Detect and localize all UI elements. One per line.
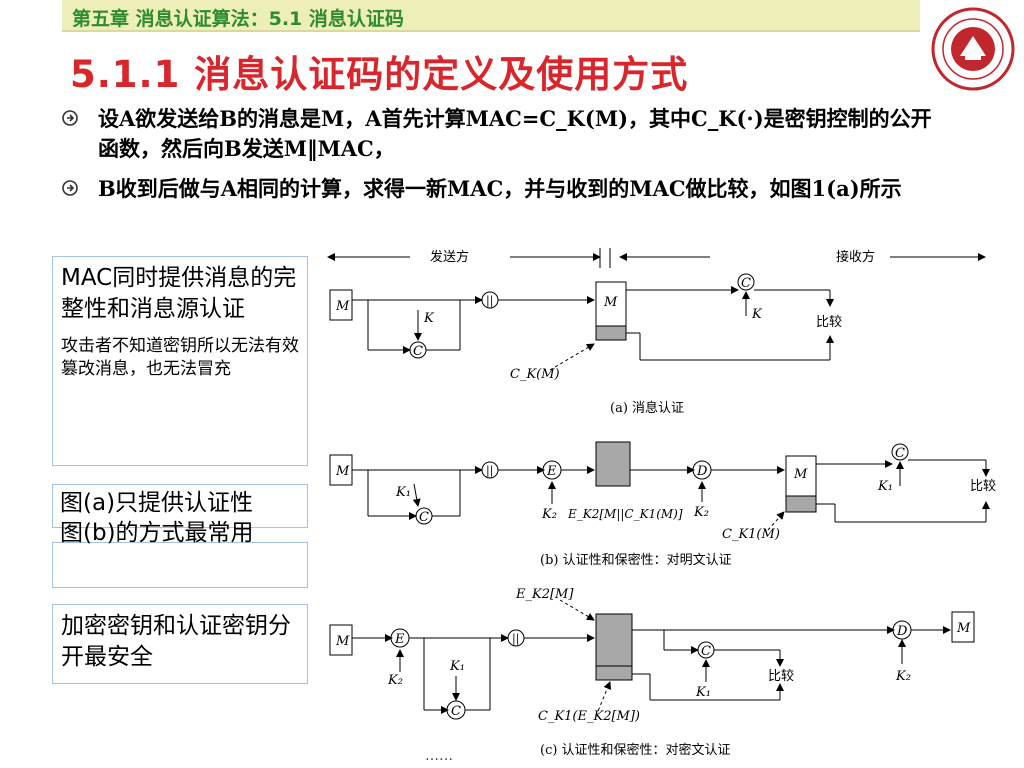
key-label: K₁ [449,659,465,674]
bullet-item: 设A欲发送给B的消息是M，A首先计算MAC=C_K(M)，其中C_K(·)是密钥… [62,104,932,164]
compare-label: 比较 [768,669,794,684]
bullet-item: B收到后做与A相同的计算，求得一新MAC，并与收到的MAC做比较，如图1(a)所… [62,174,932,204]
concat-symbol: || [486,464,493,478]
bullet-list: 设A欲发送给B的消息是M，A首先计算MAC=C_K(M)，其中C_K(·)是密钥… [62,104,932,214]
arrow-bullet-icon [62,110,78,126]
footer-text: …… [425,748,453,764]
concat-symbol: || [486,294,493,308]
key-label: K₂ [693,505,709,520]
message-block: M [335,634,350,649]
key-label: K₁ [695,685,711,700]
compare-label: 比较 [816,315,842,330]
info-box-b-frame [52,542,308,588]
note-figure-b: 图(b)的方式最常用 [60,520,254,546]
key-label: K [423,311,435,326]
message-block: M [335,464,350,479]
info-box-keys: 加密密钥和认证密钥分开最安全 [52,604,308,684]
info-box-sub-text: 攻击者不知道密钥所以无法有效篡改消息，也无法冒充 [61,336,299,379]
cipher-label: E_K2[M] [515,587,574,602]
page-title: 5.1.1 消息认证码的定义及使用方式 [70,53,689,96]
key-label: K [751,307,763,322]
info-box-mac: MAC同时提供消息的完整性和消息源认证 攻击者不知道密钥所以无法有效篡改消息，也… [52,256,308,466]
sender-label: 发送方 [430,249,469,265]
mac-function: C [419,510,429,525]
mac-label: C_K(M) [510,367,560,382]
key-label: K₁ [395,485,411,500]
info-box-main-text: MAC同时提供消息的完整性和消息源认证 [61,265,297,322]
key-label: K₂ [895,669,911,684]
bullet-text: 设A欲发送给B的消息是M，A首先计算MAC=C_K(M)，其中C_K(·)是密钥… [98,106,932,161]
mac-function: C [701,644,711,659]
caption-c: (c) 认证性和保密性：对密文认证 [540,742,731,758]
note-figure-a: 图(a)只提供认证性 [60,490,254,516]
breadcrumb-bar: 第五章 消息认证算法：5.1 消息认证码 [62,0,920,32]
arrow-bullet-icon [62,180,78,196]
message-block: M [956,621,971,636]
info-box-keys-text: 加密密钥和认证密钥分开最安全 [61,613,291,670]
mac-function: C [741,276,751,291]
compare-label: 比较 [970,479,996,494]
university-logo [931,7,1015,91]
key-label: K₂ [387,673,403,688]
key-label: K₂ [541,507,557,522]
message-block: M [603,295,618,310]
bullet-text: B收到后做与A相同的计算，求得一新MAC，并与收到的MAC做比较，如图1(a)所… [98,176,902,201]
key-label: K₁ [877,479,893,494]
decrypt-function: D [896,624,908,639]
caption-b: (b) 认证性和保密性：对明文认证 [540,552,732,568]
overlapping-notes: 图(a)只提供认证性 图(b)的方式最常用 [60,488,310,548]
caption-a: (a) 消息认证 [610,400,684,416]
encrypt-function: E [546,464,557,479]
concat-symbol: || [512,632,519,646]
mac-function: C [451,704,461,719]
ciphertext-label: E_K2[M||C_K1(M)] [567,507,683,521]
decrypt-function: D [696,464,708,479]
mac-usage-diagram: 发送方 接收方 M || C K M C K 比较 C_K(M) (a) 消息认… [327,248,996,758]
encrypt-function: E [394,632,405,647]
mac-function: C [413,344,423,359]
info-box-a-frame [52,484,308,528]
message-block: M [335,299,350,314]
mac-function: C [895,446,905,461]
mac-label: C_K1(E_K2[M]) [538,709,640,724]
breadcrumb: 第五章 消息认证算法：5.1 消息认证码 [72,8,404,30]
mac-label: C_K1(M) [722,527,780,542]
message-block: M [793,467,808,482]
receiver-label: 接收方 [836,249,875,265]
